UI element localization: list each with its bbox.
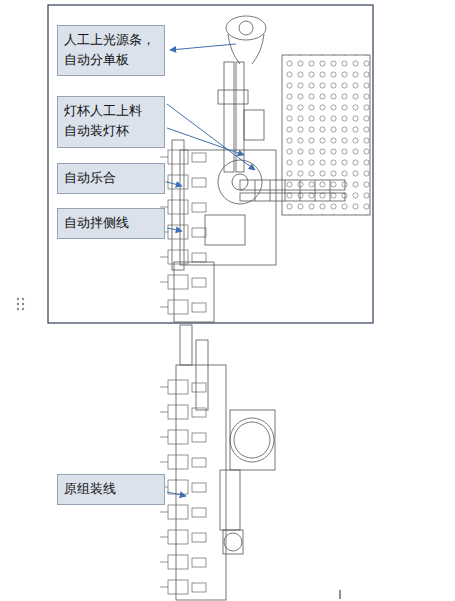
callout-box: 原组装线 (57, 474, 165, 505)
callout-text: 自动乐合 (64, 168, 158, 188)
station-frame (48, 5, 373, 323)
station-modules (160, 150, 206, 594)
callout-box: 人工上光源条，自动分单板 (57, 25, 165, 76)
callout-text: 自动拌侧线 (64, 213, 158, 233)
callout-text: 原组装线 (64, 479, 158, 499)
upper-machine (172, 16, 370, 322)
drag-handle (17, 298, 24, 310)
text-cursor (340, 590, 341, 599)
callout-text: 灯杯人工上料 自动装灯杯 (64, 101, 158, 141)
lower-machine (176, 325, 275, 600)
callout-box: 自动拌侧线 (57, 208, 165, 239)
callout-text: 人工上光源条，自动分单板 (64, 30, 158, 70)
leader-arrows (167, 44, 255, 496)
callout-box: 灯杯人工上料 自动装灯杯 (57, 96, 165, 148)
callout-box: 自动乐合 (57, 163, 165, 194)
